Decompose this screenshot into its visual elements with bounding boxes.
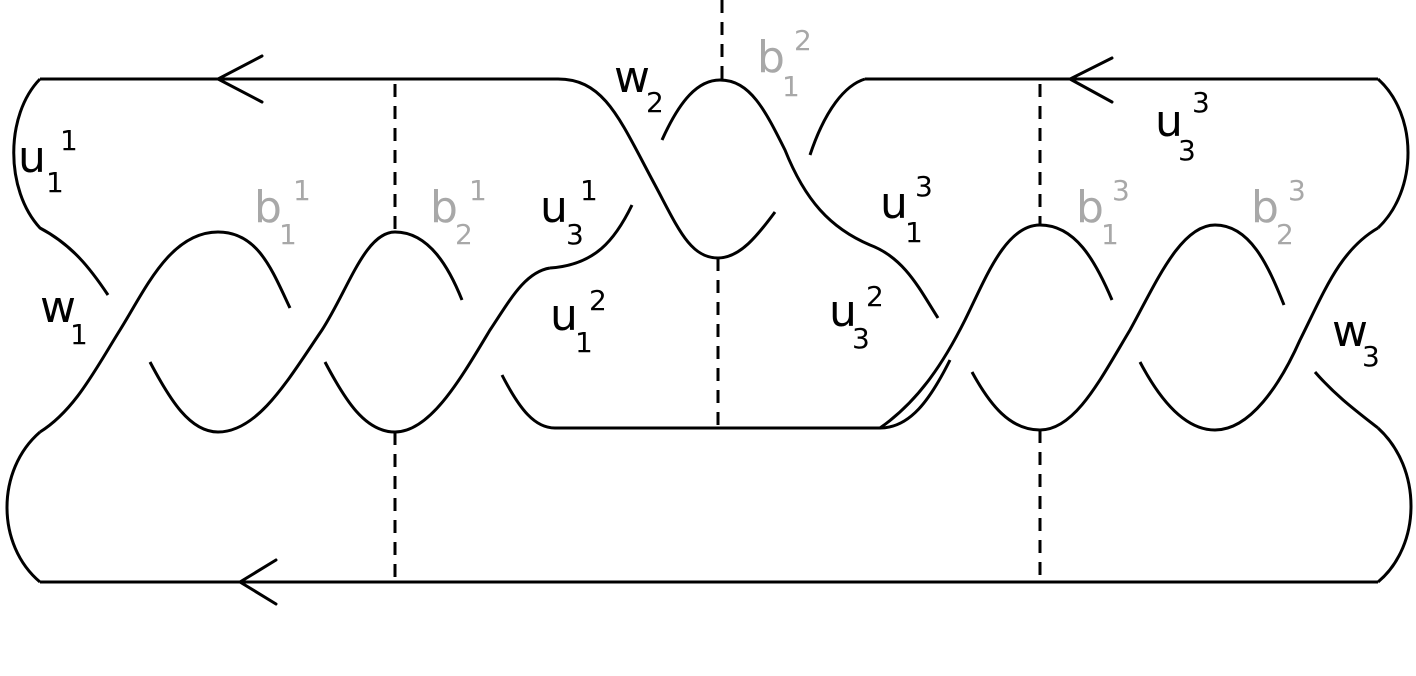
svg-text:w: w	[1332, 306, 1368, 357]
arrow-bottom	[237, 558, 278, 606]
svg-text:1: 1	[279, 218, 297, 251]
label-w2: w 2	[614, 52, 664, 119]
label-b1-3: b 1 3	[1076, 174, 1130, 251]
label-b1-1: b 1 1	[254, 174, 311, 251]
svg-text:u: u	[829, 286, 857, 337]
left-cap-upper	[12, 77, 110, 296]
svg-text:1: 1	[46, 166, 64, 199]
svg-text:2: 2	[455, 218, 473, 251]
svg-text:b: b	[757, 32, 785, 83]
svg-text:u: u	[540, 182, 568, 233]
svg-text:1: 1	[782, 70, 800, 103]
svg-text:b: b	[1076, 182, 1104, 233]
svg-text:3: 3	[915, 170, 933, 203]
svg-text:b: b	[430, 182, 458, 233]
svg-text:2: 2	[1276, 218, 1294, 251]
middle-right-hook	[808, 77, 866, 156]
right-under-arc-1	[970, 223, 1286, 432]
svg-text:b: b	[1251, 182, 1279, 233]
label-w1: w 1	[40, 282, 88, 351]
right-tail-arc	[1313, 371, 1379, 430]
svg-text:u: u	[880, 178, 908, 229]
svg-text:1: 1	[60, 124, 78, 157]
left-cap-lower	[5, 430, 41, 584]
label-u3-2: u 3 2	[829, 280, 884, 355]
svg-text:2: 2	[866, 280, 884, 313]
label-b2-1: b 2 1	[430, 174, 487, 251]
right-cap-upper	[1376, 77, 1410, 230]
left-under-arc-1	[148, 230, 464, 434]
svg-text:3: 3	[852, 322, 870, 355]
svg-text:1: 1	[293, 174, 311, 207]
svg-text:3: 3	[1178, 134, 1196, 167]
svg-text:u: u	[18, 132, 46, 183]
svg-text:3: 3	[1192, 86, 1210, 119]
svg-text:w: w	[40, 282, 76, 333]
middle-small-arc	[717, 211, 777, 260]
label-u1-1: u 1 1	[18, 124, 78, 199]
middle-bottom-loop	[500, 359, 952, 430]
svg-text:w: w	[614, 52, 650, 103]
svg-text:3: 3	[1362, 340, 1380, 373]
svg-text:2: 2	[646, 86, 664, 119]
svg-text:3: 3	[1288, 174, 1306, 207]
label-b2-3: b 2 3	[1251, 174, 1306, 251]
arrow-left-top	[214, 54, 264, 104]
right-over-strand-1	[879, 223, 1114, 430]
right-under-arc-2	[1138, 226, 1379, 432]
svg-text:u: u	[550, 290, 578, 341]
svg-text:1: 1	[70, 318, 88, 351]
svg-text:1: 1	[580, 174, 598, 207]
svg-text:2: 2	[794, 24, 812, 57]
label-u3-1: u 3 1	[540, 174, 598, 251]
arrow-right-top	[1066, 56, 1114, 104]
left-under-arc-2	[323, 266, 551, 434]
middle-w2-arc	[660, 78, 940, 319]
label-u3-3: u 3 3	[1155, 86, 1210, 167]
svg-text:b: b	[254, 182, 282, 233]
svg-text:1: 1	[469, 174, 487, 207]
svg-text:1: 1	[575, 326, 593, 359]
label-w3: w 3	[1332, 306, 1380, 373]
svg-text:1: 1	[905, 216, 923, 249]
left-hook-u3-1	[549, 204, 634, 270]
label-b1-2: b 1 2	[757, 24, 812, 103]
right-cap-lower	[1376, 426, 1413, 584]
svg-text:2: 2	[589, 284, 607, 317]
svg-text:3: 3	[1112, 174, 1130, 207]
top-left-strand	[40, 77, 719, 260]
svg-text:u: u	[1155, 96, 1183, 147]
label-u1-3: u 1 3	[880, 170, 933, 249]
svg-text:1: 1	[1101, 218, 1119, 251]
left-over-strand-1	[39, 230, 292, 434]
label-u1-2: u 1 2	[550, 284, 607, 359]
svg-text:3: 3	[566, 218, 584, 251]
